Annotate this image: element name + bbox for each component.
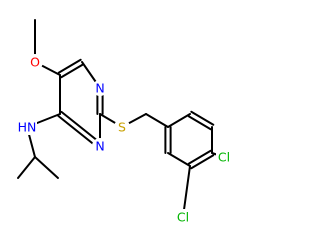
double-bond-line [190,154,215,170]
ring-nitrogen-1: N [92,80,108,96]
molecule-structure: O N N HN S Cl Cl [16,19,232,225]
single-bond [167,113,191,128]
ring-nitrogen-1-label: N [95,81,104,96]
chlorine-atom-upper: Cl [216,149,232,165]
ring-nitrogen-3: N [92,138,108,154]
atom-labels: O N N HN S Cl Cl [16,54,232,225]
ring-nitrogen-3-label: N [95,139,104,154]
single-bond [34,156,59,179]
single-bond [167,152,191,167]
double-bond-line [57,58,82,74]
double-bond-line [57,115,100,150]
double-bond-line [187,149,212,165]
single-bond [17,156,36,179]
chlorine-lower-label: Cl [177,210,189,225]
single-bond [145,113,169,128]
double-bond-line [190,110,215,126]
sulfur-atom: S [114,119,130,135]
chlorine-atom-lower: Cl [175,209,191,225]
oxygen-atom-label: O [30,55,40,70]
double-bond-line [187,115,212,131]
sulfur-atom-label: S [118,120,126,135]
amine-nitrogen: HN [16,119,37,135]
double-bond-line [60,110,103,145]
oxygen-atom: O [27,54,43,70]
amine-nitrogen-label: HN [18,120,37,135]
chlorine-upper-label: Cl [218,150,230,165]
bond-lines [17,19,225,218]
double-bond-line [60,63,85,79]
single-bond [182,165,191,218]
